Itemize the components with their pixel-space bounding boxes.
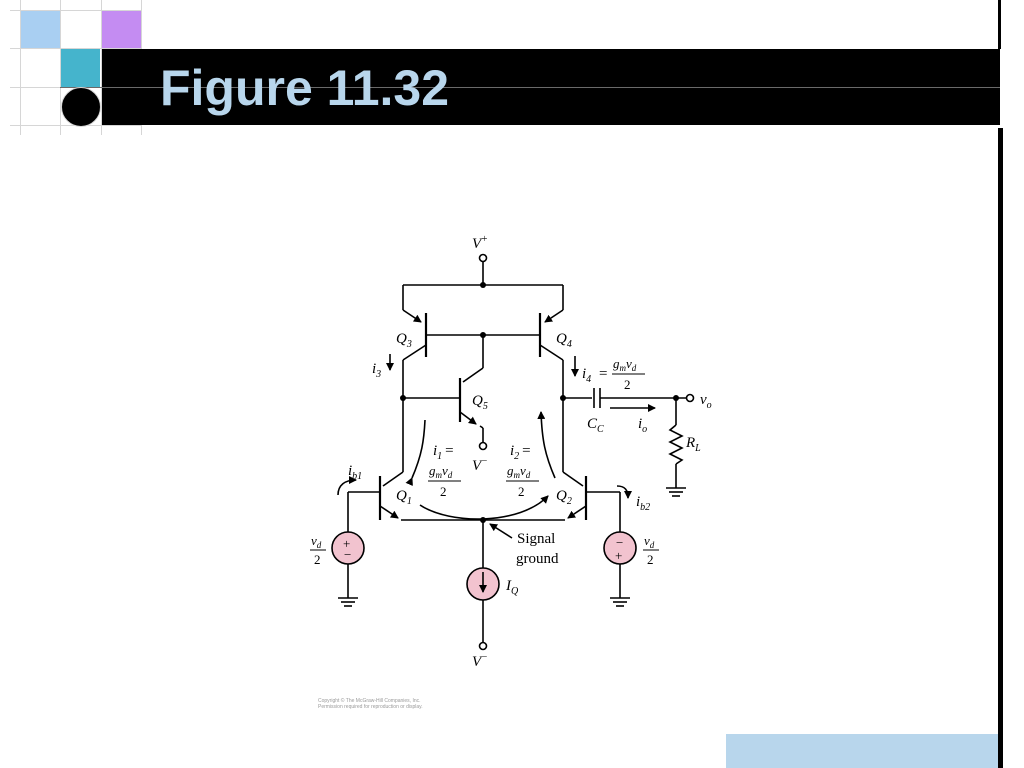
vminus-bottom-label: V− (472, 652, 488, 670)
i1-denominator: 2 (440, 484, 447, 499)
right-vd-numerator: vd (644, 533, 655, 550)
q5-label: Q5 (472, 393, 488, 412)
right-source-plus: + (615, 548, 622, 563)
i1-numerator: gmvd (429, 463, 453, 480)
slide-edge-right (998, 128, 1003, 768)
i2-label: i2= (510, 443, 531, 462)
q2-label: Q2 (556, 488, 572, 507)
decor-square-blue (20, 10, 60, 48)
right-source-minus: − (616, 535, 623, 550)
iq-label: IQ (505, 578, 519, 597)
q4-label: Q4 (556, 331, 572, 350)
rl-label: RL (685, 435, 701, 454)
io-label: io (638, 416, 647, 435)
vminus-q5-label: V− (472, 456, 488, 474)
copyright-notice: Copyright © The McGraw-Hill Companies, I… (318, 698, 423, 710)
ib2-label: ib2 (636, 494, 650, 513)
decor-line (10, 10, 142, 11)
bottom-accent-box (726, 734, 998, 768)
q3-label: Q3 (396, 331, 412, 350)
copyright-line-1: Copyright © The McGraw-Hill Companies, I… (318, 698, 421, 704)
q1-label: Q1 (396, 488, 412, 507)
right-vd-denominator: 2 (647, 552, 654, 567)
decor-line (10, 87, 62, 88)
i2-denominator: 2 (518, 484, 525, 499)
left-vd-numerator: vd (311, 533, 322, 550)
i4-label: i4 (582, 366, 591, 385)
decor-square-teal (60, 49, 100, 87)
decor-circle (61, 87, 101, 127)
decor-line (10, 48, 142, 49)
i4-denominator: 2 (624, 377, 631, 392)
i4-numerator: gmvd (613, 356, 637, 373)
decor-line (60, 0, 61, 135)
left-source-plus: + (343, 536, 350, 551)
title-bar-rule (60, 87, 1000, 88)
decor-line (20, 0, 21, 135)
i2-numerator: gmvd (507, 463, 531, 480)
copyright-line-2: Permission required for reproduction or … (318, 704, 423, 710)
ground-label: ground (516, 551, 559, 567)
left-vd-denominator: 2 (314, 552, 321, 567)
i4-equals: = (599, 366, 607, 382)
decor-line (101, 0, 102, 135)
slide-edge-top (998, 0, 1001, 49)
cc-label: CC (587, 416, 604, 435)
vplus-label: V+ (472, 234, 488, 252)
left-source-minus: − (344, 547, 351, 562)
vo-label: vo (700, 392, 712, 411)
i1-label: i1= (433, 443, 454, 462)
ib1-label: ib1 (348, 463, 362, 482)
i3-label: i3 (372, 361, 381, 380)
slide-title: Figure 11.32 (160, 60, 450, 116)
decor-square-purple (101, 10, 141, 48)
signal-label: Signal (517, 531, 555, 547)
